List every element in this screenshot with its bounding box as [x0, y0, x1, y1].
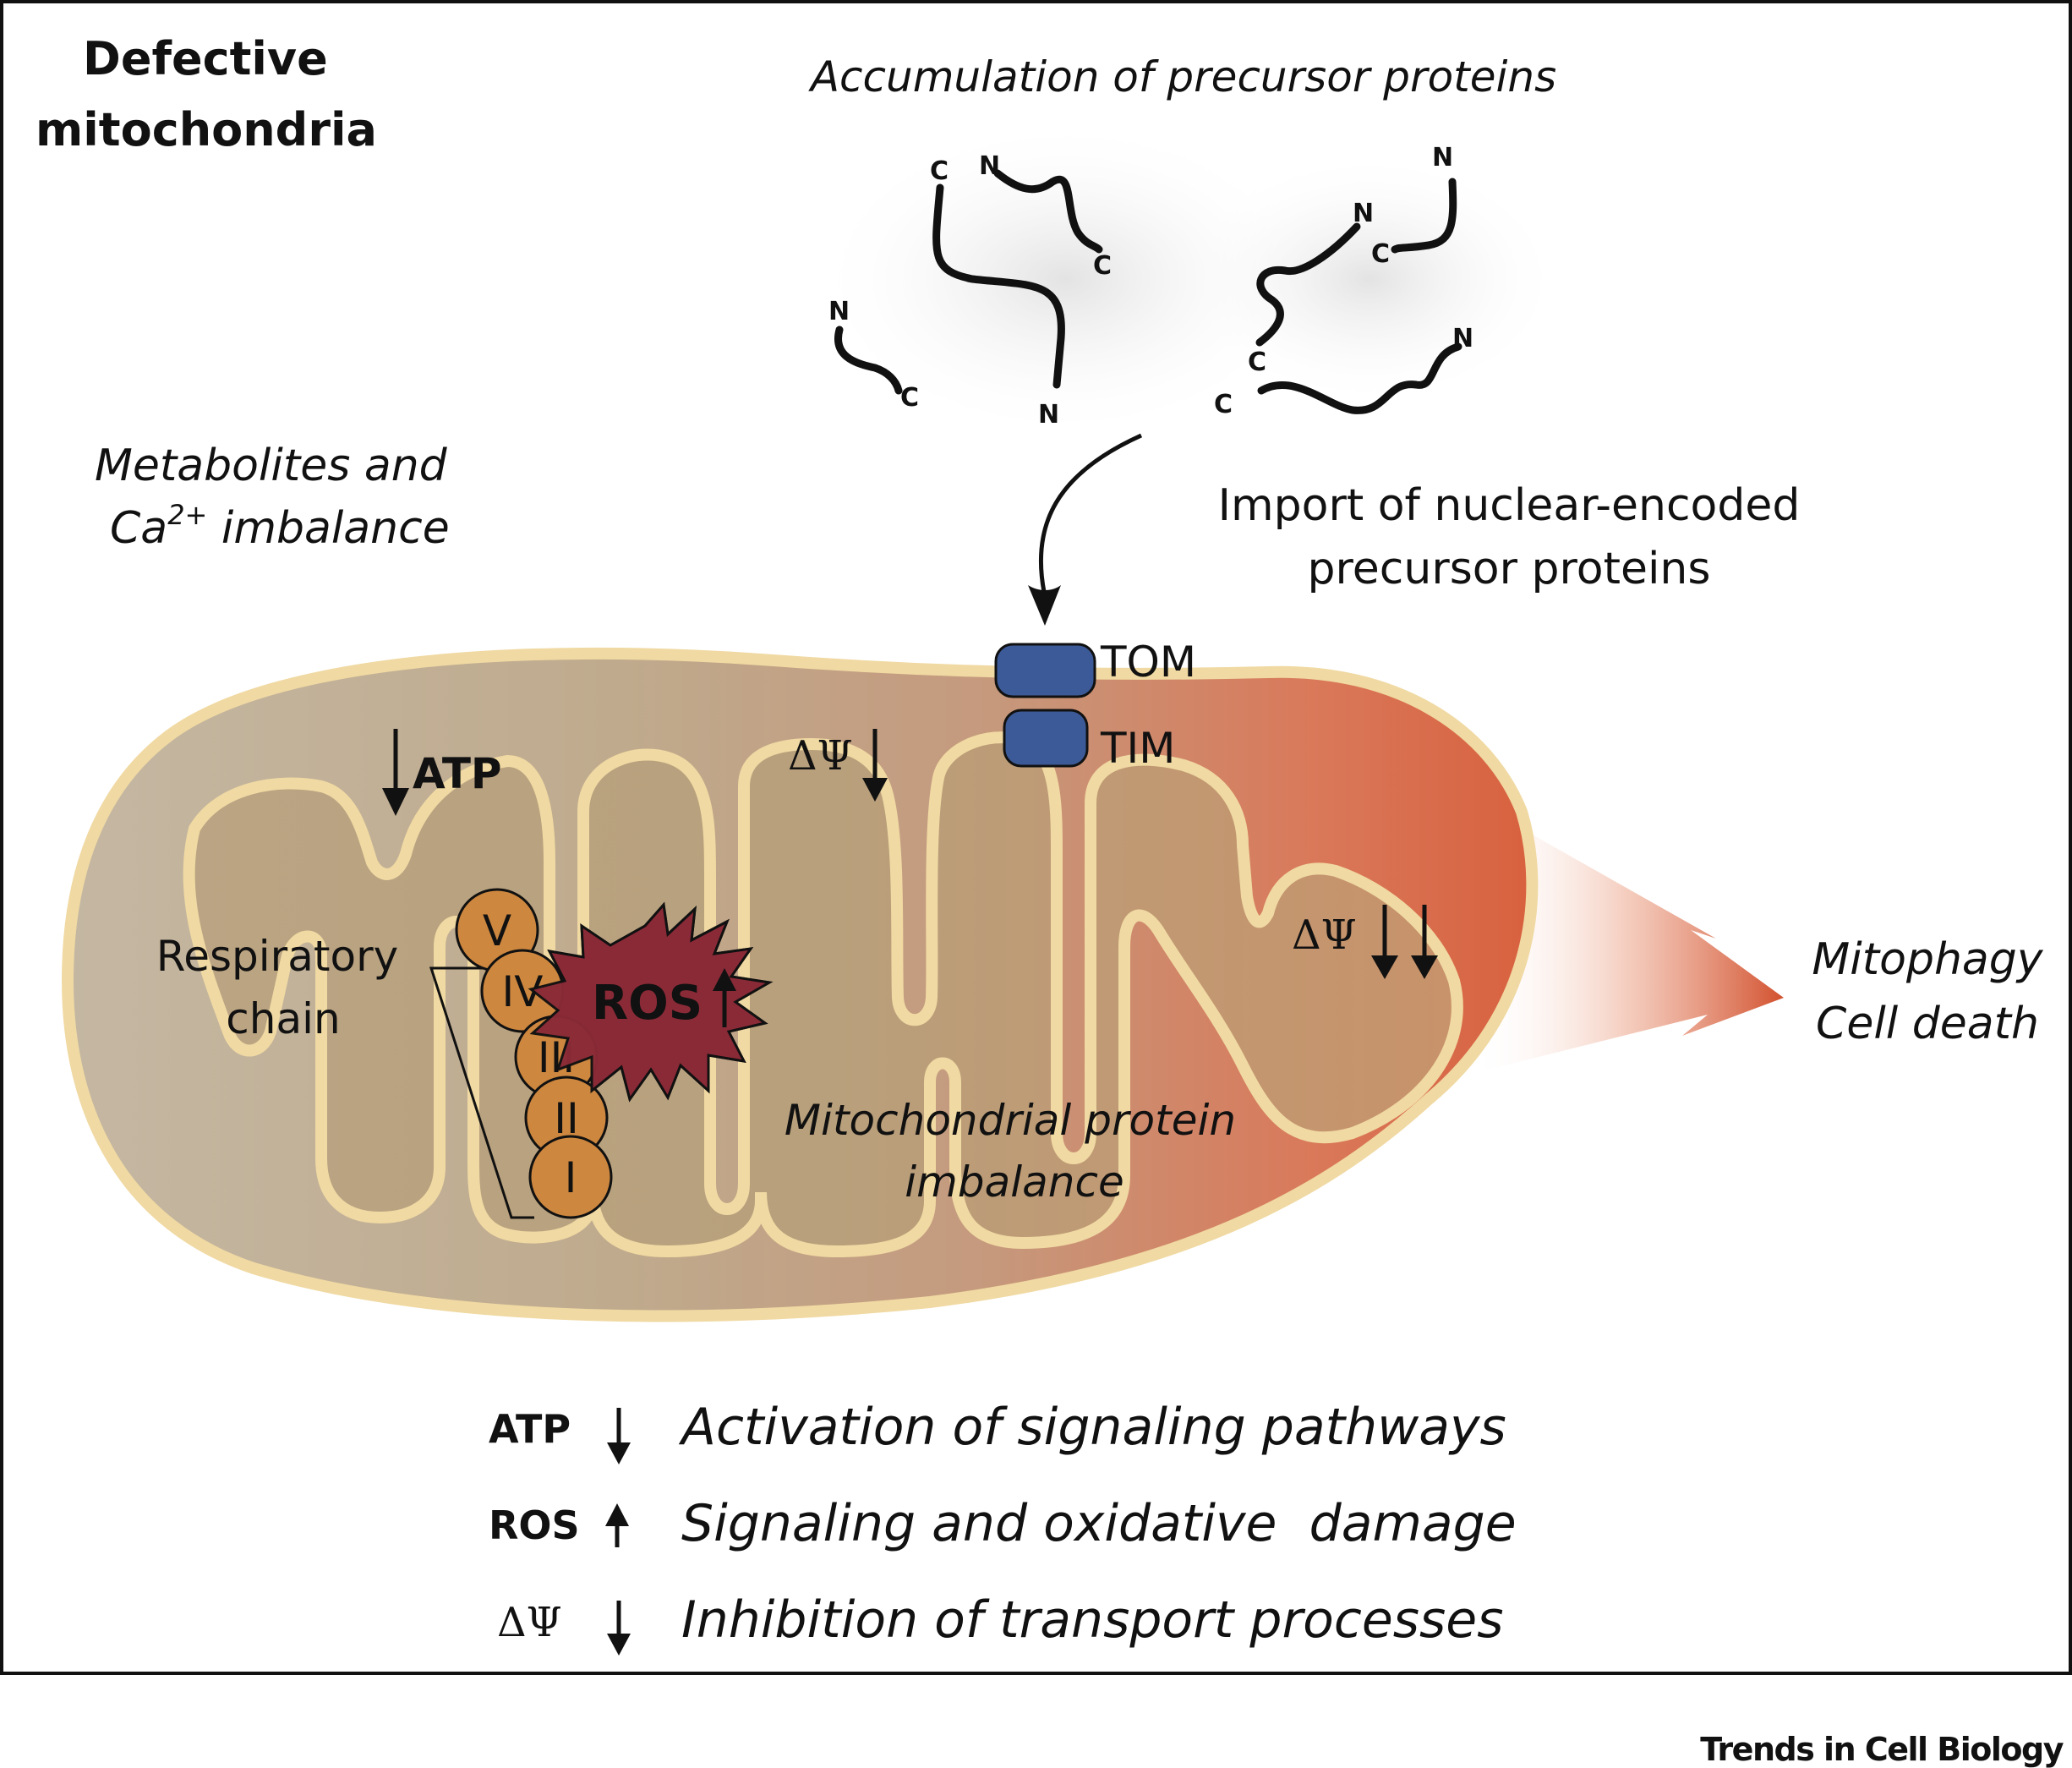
metabolites-caption-line1: Metabolites and — [95, 441, 448, 491]
protein-haze-2 — [1175, 152, 1564, 406]
mito-imbalance-line2: imbalance — [905, 1158, 1123, 1207]
ros-up-arrow-head — [713, 968, 736, 991]
peptide-n-end: N — [1452, 324, 1473, 353]
peptide-c-end: C — [900, 383, 919, 413]
calcium-charge: 2+ — [167, 499, 207, 531]
peptide-chain — [1257, 342, 1462, 414]
legend-arrow-up-head — [605, 1503, 629, 1526]
peptide-n-end: N — [1432, 143, 1453, 172]
import-caption-line2: precursor proteins — [1308, 544, 1711, 594]
legend-text-atp: Activation of signaling pathways — [678, 1398, 1506, 1457]
peptide-n-end: N — [1038, 400, 1059, 430]
imbalance-word: imbalance — [207, 503, 449, 554]
peptide-c-end: C — [1248, 348, 1266, 377]
legend-symbol-delta-psi: ΔΨ — [497, 1599, 562, 1646]
figure-title-line1: Defective — [83, 32, 328, 85]
complex-ii-label: II — [554, 1094, 579, 1143]
precursor-proteins — [834, 169, 1462, 414]
mitochondrion-inner-membrane — [183, 731, 1463, 1258]
peptide-chain — [932, 183, 1065, 389]
peptide-chain — [834, 326, 903, 395]
tom-complex — [994, 643, 1096, 698]
delta-psi-down-arrow-head — [862, 778, 888, 802]
outcome-cell-death: Cell death — [1816, 999, 2039, 1049]
legend: ATP Activation of signaling pathways ROS… — [489, 1398, 1517, 1656]
ros-burst-front — [528, 901, 774, 1103]
delta-psi-label: ΔΨ — [788, 732, 853, 780]
import-arrow — [1038, 433, 1143, 593]
metabolites-caption-line2: Ca2+ imbalance — [110, 499, 450, 554]
peptide-n-end: N — [1353, 199, 1374, 228]
atp-down-arrow-head — [382, 788, 409, 816]
peptide-c-end: C — [1371, 239, 1390, 269]
respiratory-chain-line2: chain — [226, 994, 340, 1043]
mito-imbalance-line1: Mitochondrial protein — [785, 1096, 1236, 1145]
complex-i — [528, 1135, 613, 1219]
complex-i-label: I — [565, 1153, 577, 1202]
peptide-chain — [1391, 178, 1457, 254]
peptide-end-labels: C N C N N C N C N C C N — [828, 143, 1473, 430]
outcome-arrow — [1471, 803, 1784, 1074]
precursor-accumulation-caption: Accumulation of precursor proteins — [808, 52, 1556, 101]
atp-label: ATP — [413, 749, 502, 798]
complex-v-label: V — [483, 906, 511, 955]
peptide-c-end: C — [930, 156, 949, 186]
respiratory-chain-line1: Respiratory — [156, 932, 398, 981]
peptide-n-end: N — [828, 297, 850, 326]
delta-psi-double-arrow-1-head — [1371, 955, 1398, 979]
tim-label: TIM — [1100, 724, 1175, 773]
figure-title-line2: mitochondria — [36, 103, 377, 156]
legend-arrow-down-2-head — [607, 1634, 631, 1656]
outcome-mitophagy: Mitophagy — [1812, 934, 2043, 985]
legend-text-ros: Signaling and oxidative damage — [681, 1494, 1517, 1553]
peptide-c-end: C — [1093, 251, 1112, 281]
delta-psi-double-arrow-2-head — [1411, 955, 1438, 979]
legend-symbol-atp: ATP — [489, 1406, 571, 1452]
delta-psi-label-strong: ΔΨ — [1292, 911, 1357, 959]
tom-label: TOM — [1100, 638, 1196, 687]
legend-arrow-down-head — [607, 1442, 631, 1464]
peptide-chain — [1255, 222, 1361, 347]
peptide-n-end: N — [979, 151, 1000, 181]
import-caption-line1: Import of nuclear-encoded — [1218, 480, 1801, 531]
journal-credit: Trends in Cell Biology — [1700, 1731, 2064, 1768]
ros-label: ROS — [592, 976, 703, 1031]
peptide-chain — [993, 169, 1103, 254]
tim-complex — [1003, 709, 1089, 768]
legend-text-delta-psi: Inhibition of transport processes — [681, 1590, 1503, 1650]
peptide-c-end: C — [1214, 390, 1233, 419]
import-arrow-head — [1028, 585, 1061, 626]
figure-frame — [0, 0, 2072, 1675]
calcium-symbol: Ca — [110, 503, 167, 554]
legend-symbol-ros: ROS — [489, 1503, 580, 1548]
